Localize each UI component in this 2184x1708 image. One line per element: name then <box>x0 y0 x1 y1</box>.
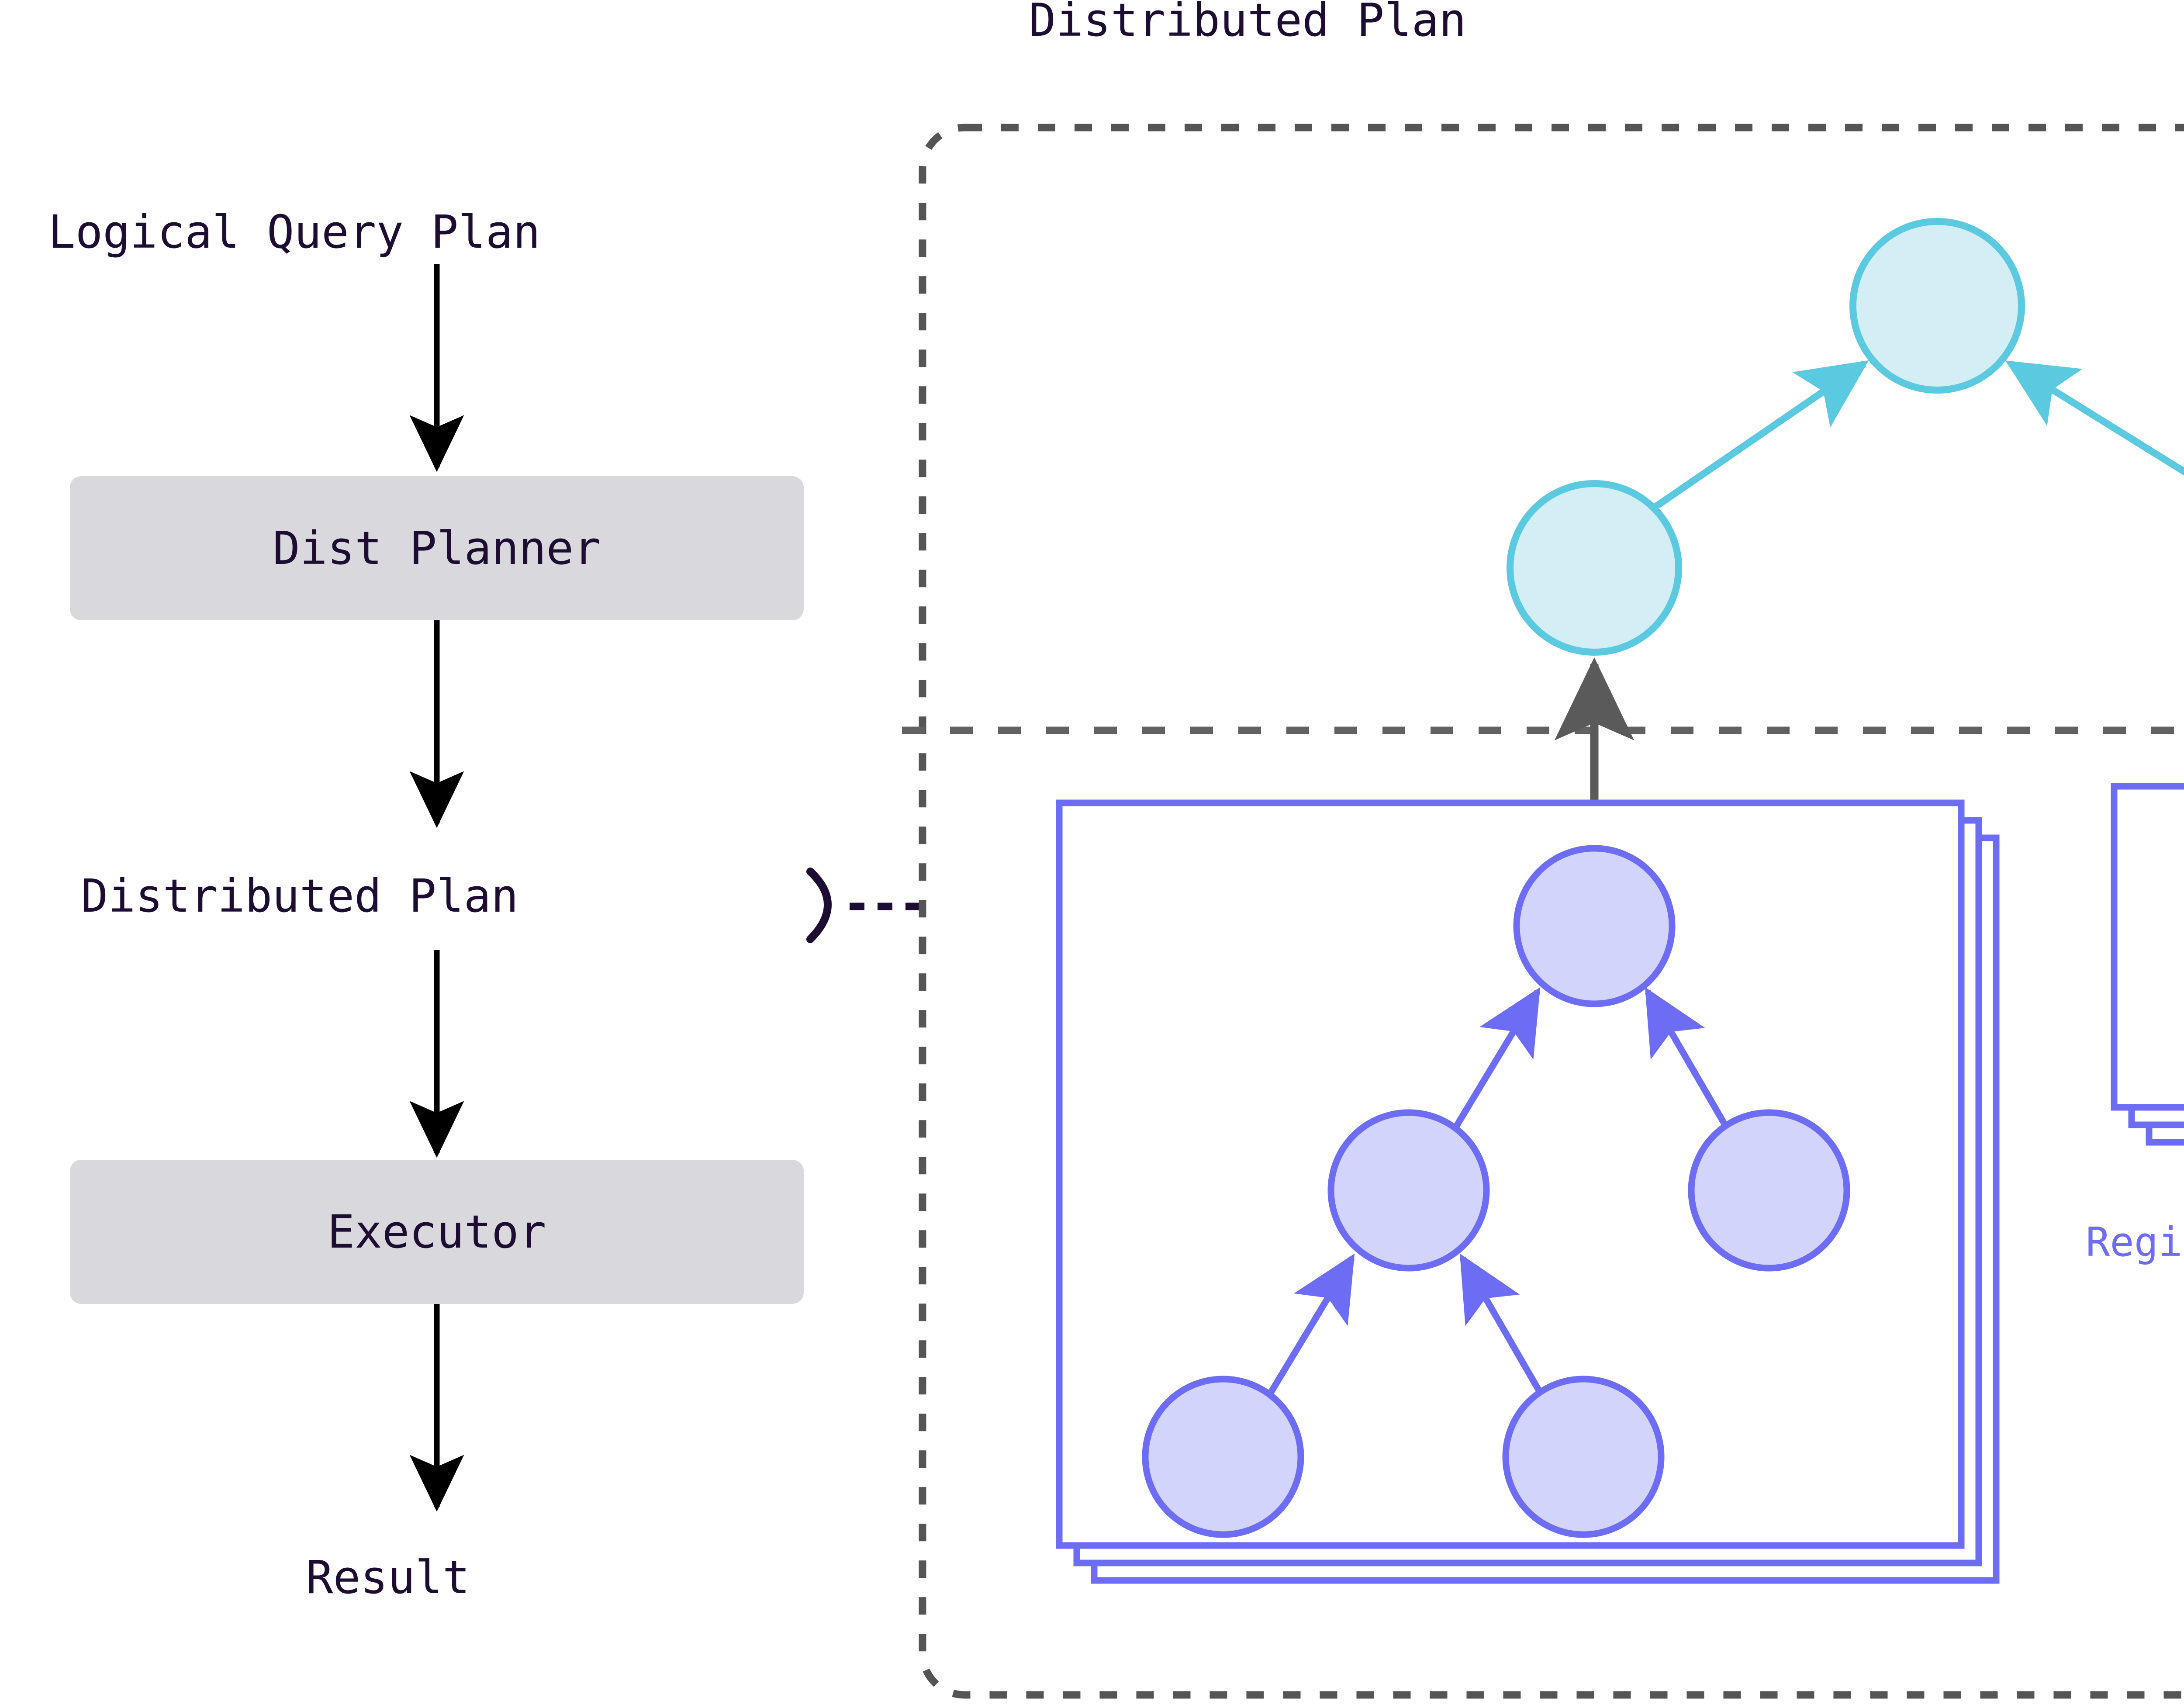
frontend-edge-right-to-root <box>2005 360 2184 476</box>
datanode-node-mid-right[interactable] <box>1688 1109 1850 1272</box>
label-distributed-plan-intermediate: Distributed Plan <box>81 869 518 923</box>
frontend-tree-nodes <box>1507 218 2025 656</box>
datanode-node-leaf-right[interactable] <box>1502 1376 1665 1538</box>
frontend-edge-left-to-root <box>1653 360 1869 510</box>
label-result: Result <box>306 1551 470 1604</box>
region-stack-right[interactable] <box>2111 783 2184 1146</box>
region-left-edge-midright-to-root <box>1645 987 1731 1131</box>
label-executor: Executor <box>327 1205 546 1259</box>
distributed-plan-container <box>919 124 2184 1699</box>
region-left-edge-leafleft-to-midleft <box>1266 1253 1355 1397</box>
dist-planner-box[interactable] <box>70 476 804 620</box>
region-left-tree-nodes <box>1142 845 1850 1538</box>
brace-connector <box>806 868 832 943</box>
datanode-node-mid-left[interactable] <box>1327 1109 1490 1272</box>
label-container-caption: Distributed Plan <box>1029 0 1466 47</box>
label-dist-planner: Dist Planner <box>273 522 601 575</box>
region-left-edge-midleft-to-root <box>1451 987 1541 1131</box>
label-logical-query-plan: Logical Query Plan <box>48 205 541 259</box>
region-right-card-front <box>2111 783 2184 1111</box>
region-left-edge-leafright-to-midleft <box>1459 1253 1545 1397</box>
executor-box[interactable] <box>70 1160 804 1304</box>
datanode-node-leaf-left[interactable] <box>1142 1376 1304 1538</box>
region-left-tree-edges <box>1266 987 1731 1397</box>
label-regions: Regions <box>2086 1219 2184 1265</box>
frontend-node-left[interactable] <box>1507 480 1682 656</box>
frontend-node-root[interactable] <box>1849 218 2025 394</box>
datanode-node-root[interactable] <box>1513 845 1676 1007</box>
region-stack-left[interactable] <box>1056 799 2000 1584</box>
frontend-tree-edges <box>1653 360 2184 510</box>
